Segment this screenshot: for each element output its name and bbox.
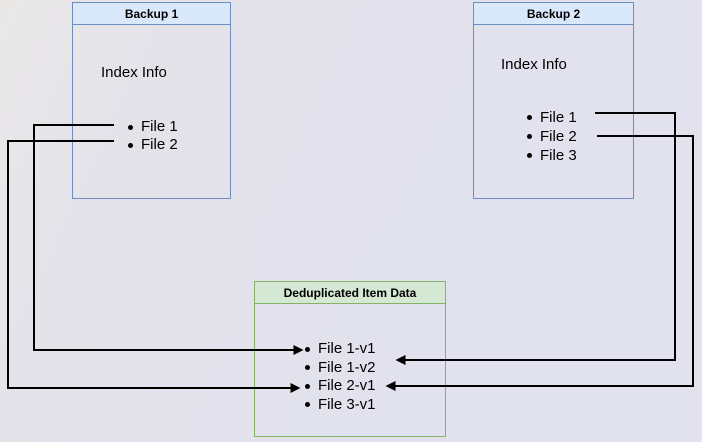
list-item: File 1-v2	[304, 359, 376, 378]
backup1-index-label: Index Info	[101, 64, 167, 81]
list-item: File 3-v1	[304, 396, 376, 415]
backup2-title: Backup 2	[474, 3, 633, 25]
list-item: File 1	[526, 108, 577, 127]
backup2-file-list: File 1 File 2 File 3	[526, 108, 577, 165]
list-item: File 2-v1	[304, 377, 376, 396]
backup2-index-label: Index Info	[501, 56, 567, 73]
dedup-title: Deduplicated Item Data	[255, 282, 445, 304]
list-item: File 3	[526, 146, 577, 165]
list-item: File 1	[127, 118, 178, 136]
dedup-item-list: File 1-v1 File 1-v2 File 2-v1 File 3-v1	[304, 340, 376, 414]
list-item: File 1-v1	[304, 340, 376, 359]
backup2-box: Backup 2 Index Info File 1 File 2 File 3	[473, 2, 634, 199]
backup1-box: Backup 1 Index Info File 1 File 2	[72, 2, 231, 199]
deduplicated-item-data-box: Deduplicated Item Data File 1-v1 File 1-…	[254, 281, 446, 437]
backup1-file-list: File 1 File 2	[127, 118, 178, 154]
list-item: File 2	[526, 127, 577, 146]
list-item: File 2	[127, 136, 178, 154]
backup1-title: Backup 1	[73, 3, 230, 25]
